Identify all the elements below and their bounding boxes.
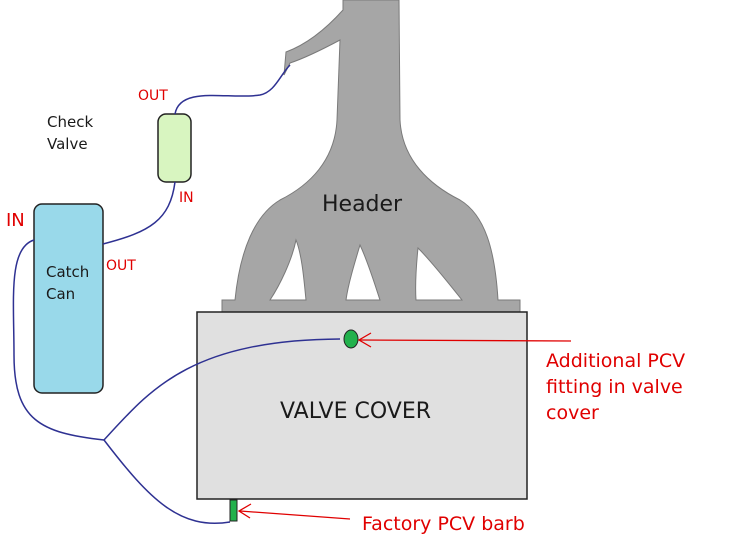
additional-pcv-fitting bbox=[343, 329, 359, 349]
hose-to-factory-pcv bbox=[103, 439, 231, 524]
hose-check-valve-to-header bbox=[174, 64, 291, 115]
hoses bbox=[12, 64, 341, 524]
catch-can-label-line1: Catch bbox=[46, 263, 89, 281]
additional-pcv-label-line1: Additional PCV bbox=[546, 350, 685, 372]
check-valve-label-line2: Valve bbox=[47, 135, 88, 153]
factory-pcv-label: Factory PCV barb bbox=[362, 513, 525, 535]
check-valve-in-label: IN bbox=[179, 190, 194, 206]
valve-cover bbox=[196, 311, 528, 500]
hose-to-additional-pcv bbox=[103, 338, 341, 441]
check-valve-out-label: OUT bbox=[138, 88, 168, 104]
header-port-2 bbox=[345, 243, 381, 301]
catch-can-label-line2: Can bbox=[46, 285, 75, 303]
catch-can-in-label: IN bbox=[6, 210, 25, 231]
hose-catch-can-inlet bbox=[12, 239, 105, 441]
header-label: Header bbox=[322, 192, 403, 217]
check-valve bbox=[157, 113, 192, 183]
valve-cover-label: VALVE COVER bbox=[280, 399, 431, 424]
header-port-1 bbox=[269, 238, 307, 301]
catch-can-out-label: OUT bbox=[106, 258, 136, 274]
hose-catch-can-to-check-valve bbox=[102, 181, 176, 245]
additional-pcv-label-line3: cover bbox=[546, 402, 599, 424]
header bbox=[221, 0, 521, 313]
check-valve-label-line1: Check bbox=[47, 113, 93, 131]
catch-can bbox=[33, 203, 104, 394]
factory-pcv-barb bbox=[229, 499, 238, 522]
arrowhead-additional-pcv bbox=[357, 332, 372, 348]
arrowhead-factory-pcv bbox=[237, 503, 252, 519]
annotation-arrows bbox=[237, 332, 572, 520]
arrow-additional-pcv bbox=[359, 339, 572, 342]
additional-pcv-label-line2: fitting in valve bbox=[546, 376, 683, 398]
arrow-factory-pcv bbox=[239, 510, 351, 520]
header-body bbox=[221, 0, 521, 313]
header-port-3 bbox=[415, 246, 464, 301]
